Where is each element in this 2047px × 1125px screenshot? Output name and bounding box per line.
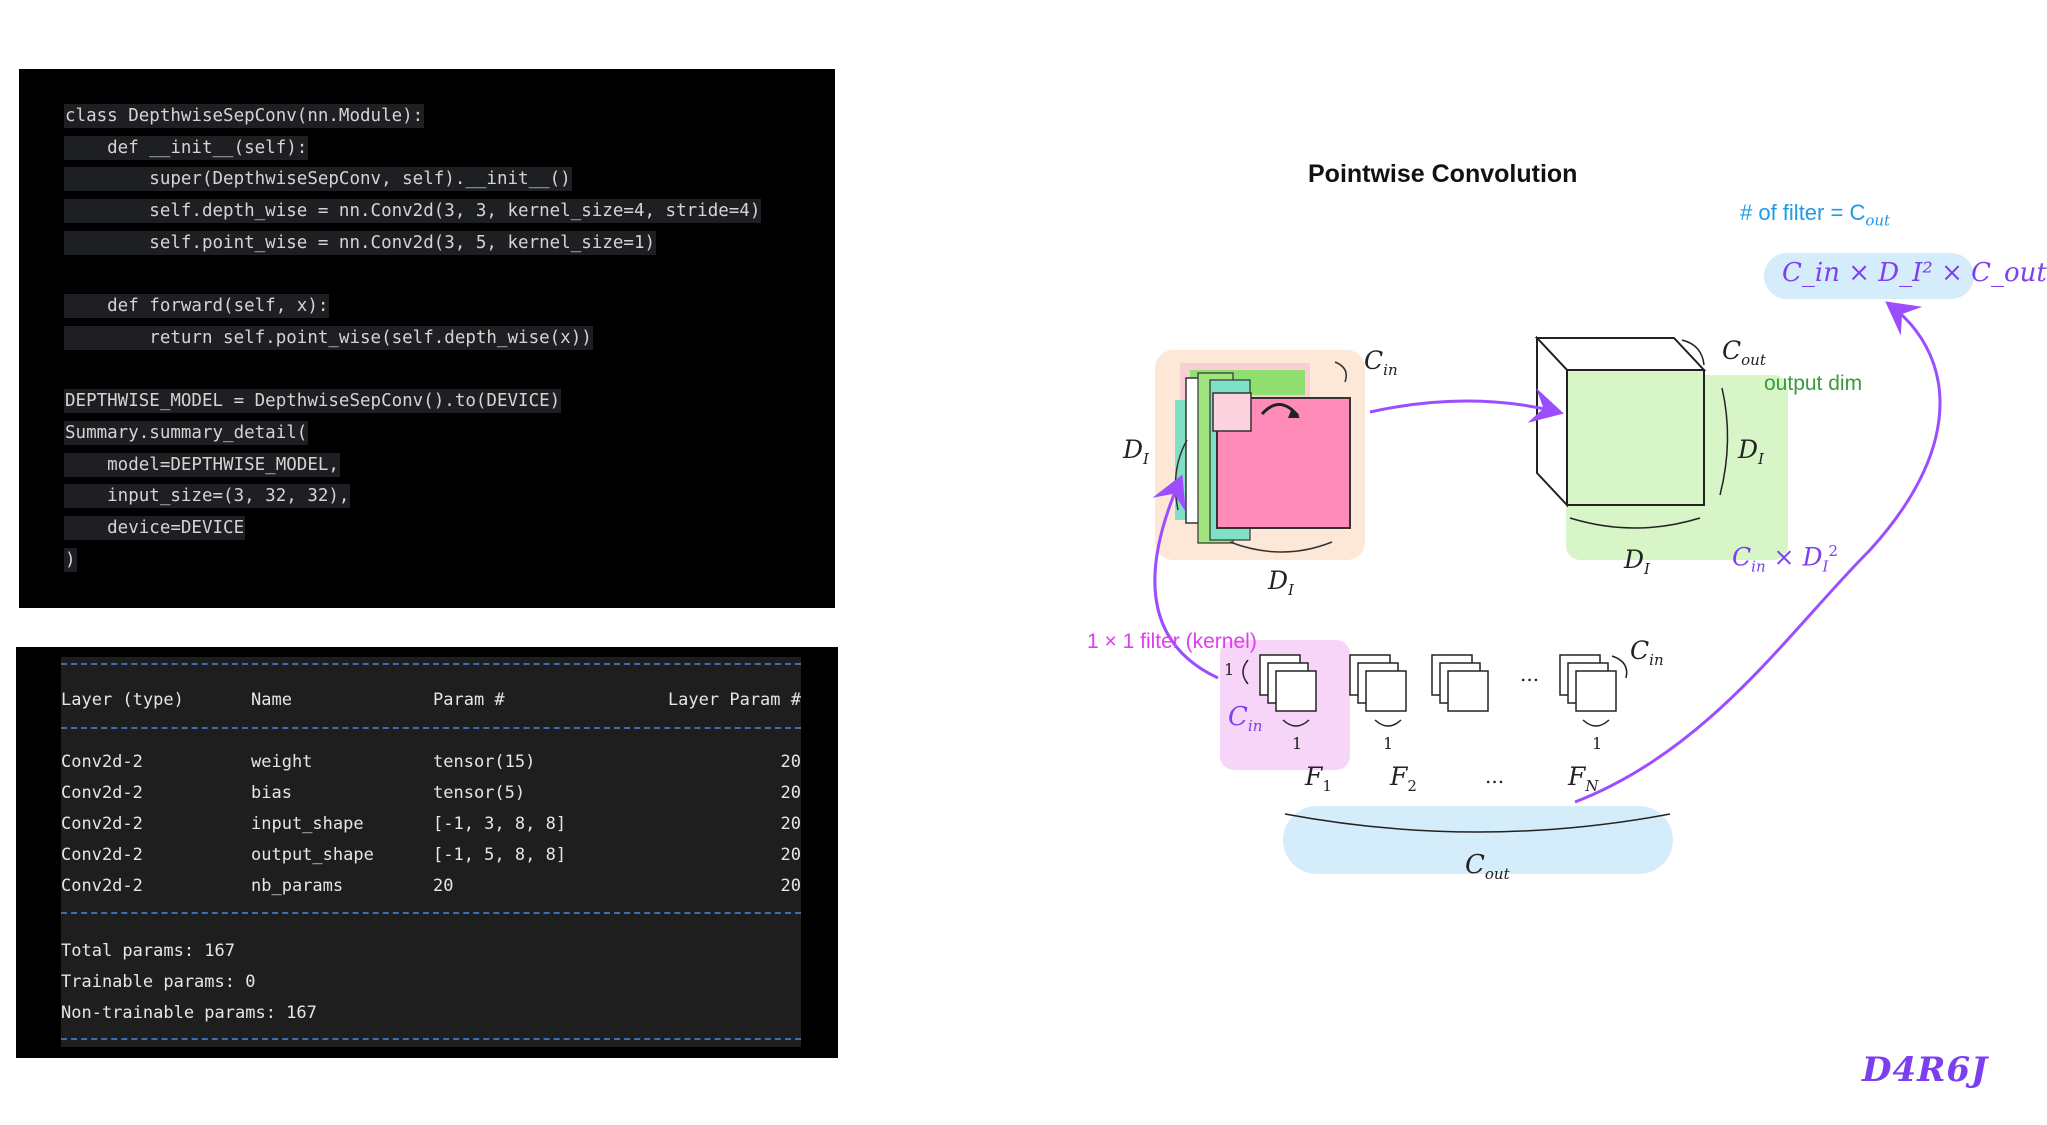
model-summary-panel: Layer (type) Name Param # Layer Param # … [16,647,838,1058]
separator [61,727,801,729]
output-cube [1566,369,1705,506]
filter-fn-label: FN [1568,762,1599,795]
kernel-arrow [1152,474,1219,680]
f2-one-label: 1 [1383,734,1394,753]
separator [61,663,801,665]
filter-f2-label: F2 [1390,762,1417,795]
code-line: return self.point_wise(self.depth_wise(x… [64,325,593,350]
filter-cin-label: Cin [1630,636,1664,669]
row-layer-param: 20 [780,752,801,772]
params-arrow [1574,301,1942,804]
pointwise-convolution-diagram: Pointwise Convolution [1070,150,2047,910]
input-cin-label: Cin [1364,346,1398,379]
row-layer-type: Conv2d-2 [61,814,143,834]
summary-row: Conv2d-2 nb_params 20 20 [61,876,801,906]
diagram-title: Pointwise Convolution [1308,160,1578,188]
code-block: class DepthwiseSepConv(nn.Module): def _… [64,101,762,576]
separator [61,912,801,914]
row-layer-type: Conv2d-2 [61,783,143,803]
summary-row: Conv2d-2 input_shape [-1, 3, 8, 8] 20 [61,814,801,844]
row-layer-type: Conv2d-2 [61,845,143,865]
row-name: weight [251,752,313,772]
code-line [64,355,761,387]
flow-arrow [1369,387,1564,423]
kernel-cin-label: Cin [1228,702,1263,736]
code-line: super(DepthwiseSepConv, self).__init__() [64,167,572,192]
header-param: Param # [433,690,505,710]
non-trainable-params: Non-trainable params: 167 [61,1003,317,1023]
summary-header-row: Layer (type) Name Param # Layer Param # [61,690,801,720]
row-layer-param: 20 [780,876,801,896]
filter-ellipsis: ... [1485,764,1505,788]
row-layer-param: 20 [780,814,801,834]
code-line: ) [64,547,77,572]
diagram-graphic [1152,253,1974,874]
row-layer-type: Conv2d-2 [61,876,143,896]
filters-ellipsis: ... [1520,662,1540,686]
model-summary-table: Layer (type) Name Param # Layer Param # … [61,657,801,1047]
formula-highlight-bg [1764,253,1974,299]
output-size-label: Cin × DI2 [1732,542,1838,576]
row-name: nb_params [251,876,344,896]
summary-row: Conv2d-2 output_shape [-1, 5, 8, 8] 20 [61,845,801,875]
kernel-one-label: 1 [1224,660,1235,679]
row-layer-param: 20 [780,783,801,803]
num-filter-label: # of filter = Cout [1740,200,1891,230]
code-line: self.depth_wise = nn.Conv2d(3, 3, kernel… [64,199,762,224]
kernel-label: 1 × 1 filter (kernel) [1087,630,1257,653]
input-height-label: DI [1123,435,1149,468]
code-line: def __init__(self): [64,135,309,160]
separator [61,1038,801,1040]
code-line: def forward(self, x): [64,294,330,319]
author-watermark: D4R6J [1862,1050,1989,1090]
params-formula: C_in × D_I² × C_out [1782,258,2047,288]
code-line: DEPTHWISE_MODEL = DepthwiseSepConv().to(… [64,389,562,414]
total-params: Total params: 167 [61,941,235,961]
code-line: input_size=(3, 32, 32), [64,484,351,509]
fn-one-label: 1 [1592,734,1603,753]
output-width-label: DI [1624,545,1650,578]
header-layer-type: Layer (type) [61,690,184,710]
output-cout-label: Cout [1722,336,1766,369]
row-name: bias [251,783,292,803]
cout-highlight-bg [1283,806,1673,874]
code-line [64,259,761,291]
row-param: tensor(15) [433,752,536,772]
summary-row: Conv2d-2 bias tensor(5) 20 [61,783,801,813]
code-line: class DepthwiseSepConv(nn.Module): [64,104,425,128]
row-name: output_shape [251,845,374,865]
input-width-label: DI [1268,566,1294,599]
output-height-label: DI [1738,435,1764,468]
cout-label: Cout [1465,850,1510,884]
filter-f1-label: F1 [1305,762,1332,795]
row-layer-param: 20 [780,845,801,865]
code-line: model=DEPTHWISE_MODEL, [64,452,340,477]
row-param: [-1, 5, 8, 8] [433,845,567,865]
f1-one-label: 1 [1292,734,1303,753]
row-layer-type: Conv2d-2 [61,752,143,772]
header-name: Name [251,690,292,710]
code-line: device=DEVICE [64,515,246,540]
code-panel: class DepthwiseSepConv(nn.Module): def _… [19,69,835,608]
output-dim-label: output dim [1764,372,1863,395]
row-param: [-1, 3, 8, 8] [433,814,567,834]
header-layer-param: Layer Param # [667,690,801,710]
code-line: self.point_wise = nn.Conv2d(3, 5, kernel… [64,230,657,255]
row-param: tensor(5) [433,783,526,803]
row-param: 20 [433,876,454,896]
summary-row: Conv2d-2 weight tensor(15) 20 [61,752,801,782]
code-line: Summary.summary_detail( [64,420,309,445]
trainable-params: Trainable params: 0 [61,972,256,992]
row-name: input_shape [251,814,364,834]
